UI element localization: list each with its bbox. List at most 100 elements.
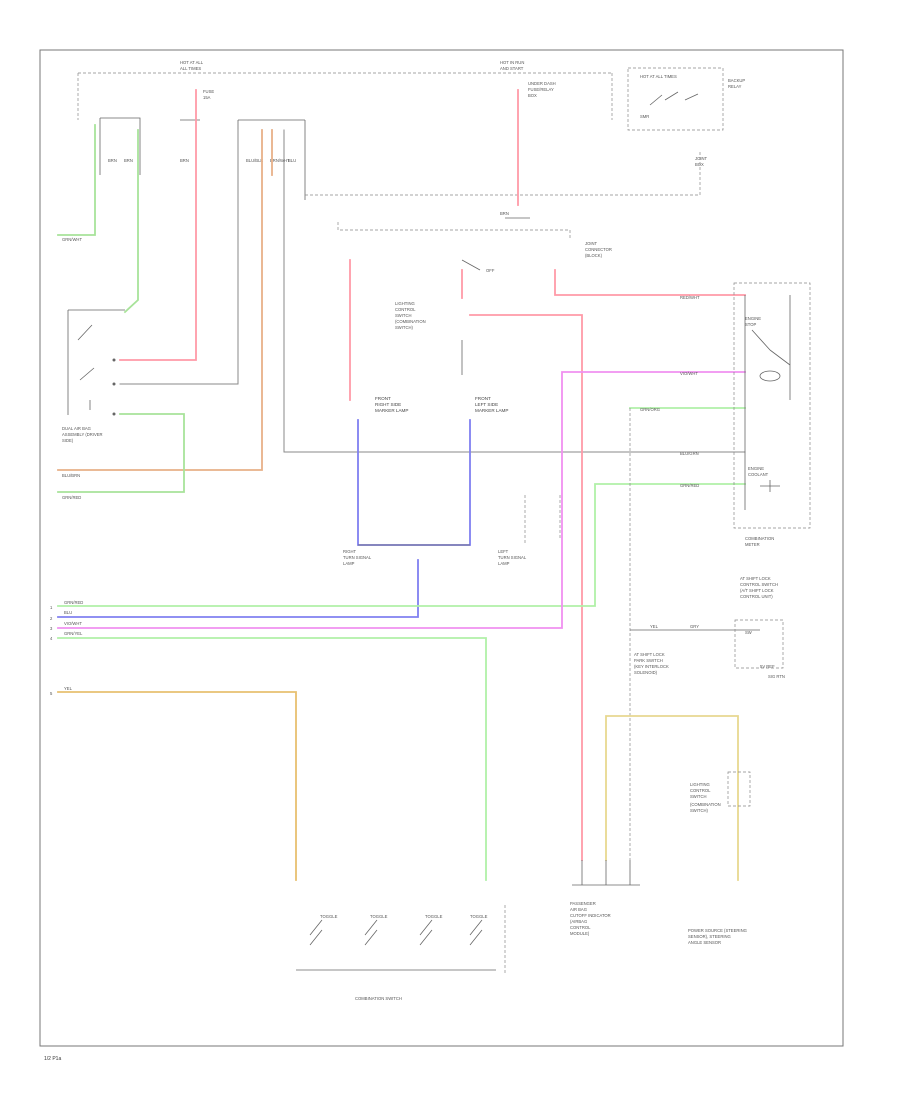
svg-text:FUSE/RELAY: FUSE/RELAY — [528, 87, 554, 92]
wire-gray-left — [119, 129, 239, 385]
svg-text:HOT AT ALL TIMES: HOT AT ALL TIMES — [640, 74, 677, 79]
svg-text:LAMP: LAMP — [343, 561, 355, 566]
svg-text:COOLANT: COOLANT — [748, 472, 769, 477]
svg-text:BRN/WHT: BRN/WHT — [270, 158, 290, 163]
left-switch-module: DUAL AIR BAG ASSEMBLY (DRIVER SIDE) BLU/… — [62, 237, 125, 500]
svg-text:ASSEMBLY (DRIVER: ASSEMBLY (DRIVER — [62, 432, 103, 437]
svg-text:SIDE): SIDE) — [62, 438, 74, 443]
wire-gray-long — [283, 129, 746, 453]
svg-text:(KEY INTERLOCK: (KEY INTERLOCK — [634, 664, 669, 669]
svg-text:ENGINE: ENGINE — [745, 316, 761, 321]
svg-text:TURN SIGNAL: TURN SIGNAL — [343, 555, 372, 560]
wire-orange-a — [57, 129, 263, 471]
svg-text:LEFT: LEFT — [498, 549, 509, 554]
svg-text:GRN/YEL: GRN/YEL — [64, 631, 83, 636]
svg-text:JOINT: JOINT — [695, 156, 708, 161]
svg-text:5: 5 — [50, 691, 53, 696]
svg-text:MODULE): MODULE) — [570, 931, 590, 936]
svg-text:CONNECTOR: CONNECTOR — [585, 247, 612, 252]
svg-text:BLU: BLU — [64, 610, 72, 615]
svg-text:ENGINE: ENGINE — [748, 466, 764, 471]
svg-text:GRY: GRY — [690, 624, 699, 629]
wire-blue-a — [357, 419, 471, 546]
svg-text:BLU/BLK: BLU/BLK — [246, 158, 263, 163]
svg-text:STOP: STOP — [745, 322, 757, 327]
svg-text:(AIRBAG: (AIRBAG — [570, 919, 587, 924]
wire-green-low — [57, 637, 487, 881]
wire-green-mid — [57, 483, 746, 607]
svg-text:JOINT: JOINT — [585, 241, 598, 246]
power-bus — [77, 72, 613, 120]
wire-green-lower-left — [57, 413, 185, 493]
svg-text:4: 4 — [50, 636, 53, 641]
svg-text:SOLENOID): SOLENOID) — [634, 670, 658, 675]
svg-text:SIG RTN: SIG RTN — [768, 674, 785, 679]
svg-text:AND START: AND START — [500, 66, 524, 71]
svg-text:SWITCH): SWITCH) — [395, 325, 414, 330]
left-relay-group: BRN BRN BRN BLU/BLK BRN/WHT BLU — [99, 117, 701, 200]
relay-box-top-right: HOT AT ALL TIMES BACKUP RELAY SMR JOINT … — [627, 67, 745, 167]
svg-text:AT SHIFT LOCK: AT SHIFT LOCK — [634, 652, 665, 657]
svg-text:AT SHIFT LOCK: AT SHIFT LOCK — [740, 576, 771, 581]
svg-text:CONTROL SWITCH: CONTROL SWITCH — [740, 582, 778, 587]
svg-text:ALL TIMES: ALL TIMES — [180, 66, 201, 71]
svg-text:LAMP: LAMP — [498, 561, 510, 566]
svg-text:(COMBINATION: (COMBINATION — [690, 802, 721, 807]
svg-text:CONTROL: CONTROL — [395, 307, 416, 312]
svg-text:COMBINATION SWITCH: COMBINATION SWITCH — [355, 996, 402, 1001]
wire-red-left — [119, 89, 197, 361]
center-labels: LIGHTING CONTROL SWITCH (COMBINATION SWI… — [375, 259, 508, 413]
svg-text:TOGGLE: TOGGLE — [370, 914, 388, 919]
svg-text:(A/T SHIFT LOCK: (A/T SHIFT LOCK — [740, 588, 774, 593]
svg-text:COMBINATION: COMBINATION — [745, 536, 774, 541]
svg-text:BRN: BRN — [124, 158, 133, 163]
svg-text:TOGGLE: TOGGLE — [320, 914, 338, 919]
fuse-labels-top: HOT AT ALL ALL TIMES HOT IN RUN AND STAR… — [180, 60, 556, 100]
svg-text:RELAY: RELAY — [728, 84, 742, 89]
center-lower-module: RIGHT TURN SIGNAL LAMP LEFT TURN SIGNAL … — [343, 495, 561, 566]
svg-text:BLU/GRN: BLU/GRN — [680, 451, 699, 456]
svg-text:RED/WHT: RED/WHT — [680, 295, 700, 300]
wire-red-right — [554, 269, 746, 296]
svg-text:GRN/RED: GRN/RED — [680, 483, 699, 488]
svg-text:AIR BAG: AIR BAG — [570, 907, 587, 912]
svg-text:PARK SWITCH: PARK SWITCH — [634, 658, 663, 663]
wire-green-left-a — [57, 124, 96, 236]
svg-text:MARKER LAMP: MARKER LAMP — [475, 408, 508, 413]
svg-text:2: 2 — [50, 616, 53, 621]
svg-text:METER: METER — [745, 542, 760, 547]
svg-text:CUTOFF INDICATOR: CUTOFF INDICATOR — [570, 913, 611, 918]
svg-text:TOGGLE: TOGGLE — [425, 914, 443, 919]
svg-text:YEL: YEL — [650, 624, 659, 629]
svg-text:3: 3 — [50, 626, 53, 631]
svg-text:GRN/RED: GRN/RED — [62, 495, 81, 500]
svg-text:DUAL AIR BAG: DUAL AIR BAG — [62, 426, 91, 431]
bottom-center-connector: PASSENGER AIR BAG CUTOFF INDICATOR (AIRB… — [570, 860, 640, 936]
svg-text:RIGHT SIDE: RIGHT SIDE — [375, 402, 401, 407]
svg-text:SWITCH: SWITCH — [690, 794, 707, 799]
svg-text:15A: 15A — [203, 95, 211, 100]
svg-text:5V REF: 5V REF — [760, 664, 775, 669]
right-bottom-component: LIGHTING CONTROL SWITCH (COMBINATION SWI… — [688, 771, 751, 945]
svg-text:LIGHTING: LIGHTING — [395, 301, 415, 306]
svg-text:GRN/RED: GRN/RED — [64, 600, 83, 605]
svg-text:MARKER LAMP: MARKER LAMP — [375, 408, 408, 413]
wire-red-center-branch — [469, 314, 583, 861]
wire-pink — [57, 371, 746, 629]
svg-text:BACKUP: BACKUP — [728, 78, 745, 83]
svg-text:SMR: SMR — [640, 114, 649, 119]
wire-yellow-right — [605, 715, 739, 881]
svg-text:SWITCH: SWITCH — [395, 313, 412, 318]
right-module: ENGINE STOP ENGINE COOLANT COMBINATION M… — [640, 282, 811, 547]
svg-text:CONTROL: CONTROL — [690, 788, 711, 793]
svg-text:LEFT SIDE: LEFT SIDE — [475, 402, 498, 407]
svg-text:RIGHT: RIGHT — [343, 549, 356, 554]
diagram-border — [39, 49, 844, 1047]
svg-text:ANGLE SENSOR: ANGLE SENSOR — [688, 940, 721, 945]
wire-green-left-top — [123, 129, 139, 314]
right-lower-sensor: YEL GRY SW 5V REF SIG RTN AT SHIFT LOCK … — [629, 408, 785, 860]
svg-text:1: 1 — [50, 605, 53, 610]
wire-blue-b — [57, 559, 419, 618]
svg-text:HOT IN RUN: HOT IN RUN — [500, 60, 524, 65]
